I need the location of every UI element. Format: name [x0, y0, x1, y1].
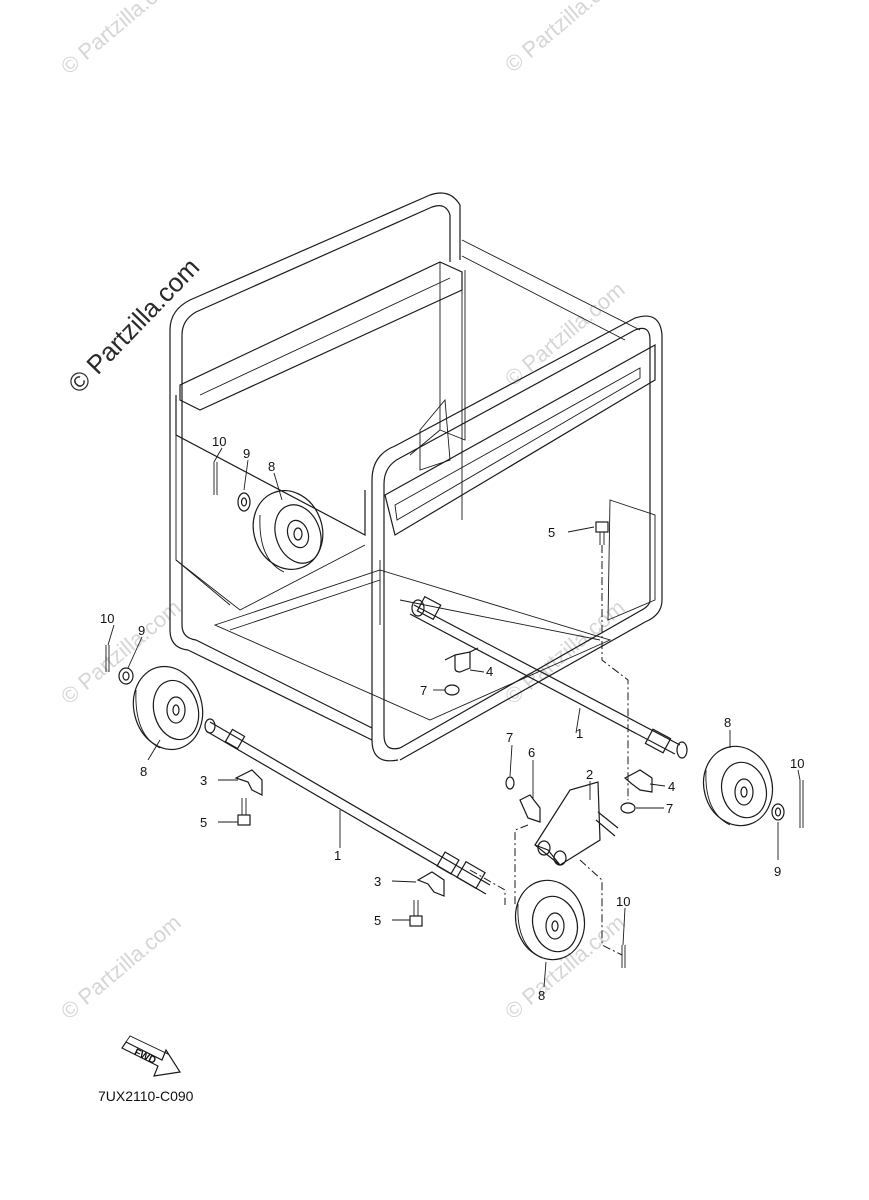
callout-2: 2 [586, 767, 593, 782]
callout-8: 8 [724, 715, 731, 730]
callout-10: 10 [616, 894, 630, 909]
callout-labels: 10 9 8 5 10 9 8 4 7 1 7 6 2 8 4 7 10 9 3… [100, 434, 804, 1003]
callout-3: 3 [374, 874, 381, 889]
callout-7: 7 [420, 683, 427, 698]
callout-4: 4 [486, 664, 493, 679]
callout-6: 6 [528, 745, 535, 760]
callout-7: 7 [506, 730, 513, 745]
callout-5: 5 [374, 913, 381, 928]
callout-5: 5 [200, 815, 207, 830]
leader-lines [107, 447, 801, 988]
callout-8: 8 [140, 764, 147, 779]
callout-1: 1 [334, 848, 341, 863]
front-axle [204, 718, 491, 895]
fwd-label: FWD [132, 1047, 157, 1067]
nuts-and-bolts [237, 521, 636, 927]
frame-assembly [169, 192, 663, 762]
callout-8: 8 [538, 988, 545, 1003]
callout-10: 10 [100, 611, 114, 626]
wheel-front-left [132, 665, 204, 751]
rear-axle [409, 595, 688, 759]
callout-9: 9 [774, 864, 781, 879]
wheel-front-right [514, 879, 586, 961]
callout-1: 1 [576, 726, 583, 741]
callout-10: 10 [790, 756, 804, 771]
clamps-and-clips [234, 647, 653, 897]
callout-9: 9 [243, 446, 250, 461]
wheel-rear-left [252, 490, 324, 573]
fwd-arrow-icon: FWD [121, 1035, 181, 1077]
callout-5: 5 [548, 525, 555, 540]
callout-10: 10 [212, 434, 226, 449]
washers [118, 492, 785, 821]
callout-9: 9 [138, 623, 145, 638]
callout-7: 7 [666, 801, 673, 816]
cotter-pins [105, 462, 804, 968]
callout-8: 8 [268, 459, 275, 474]
diagram-code: 7UX2110-C090 [98, 1088, 194, 1104]
wheel-bracket [534, 781, 619, 866]
alignment-lines [469, 545, 629, 956]
callout-4: 4 [668, 779, 675, 794]
frame-panels [175, 239, 656, 721]
callout-3: 3 [200, 773, 207, 788]
wheel-rear-right [702, 745, 774, 827]
